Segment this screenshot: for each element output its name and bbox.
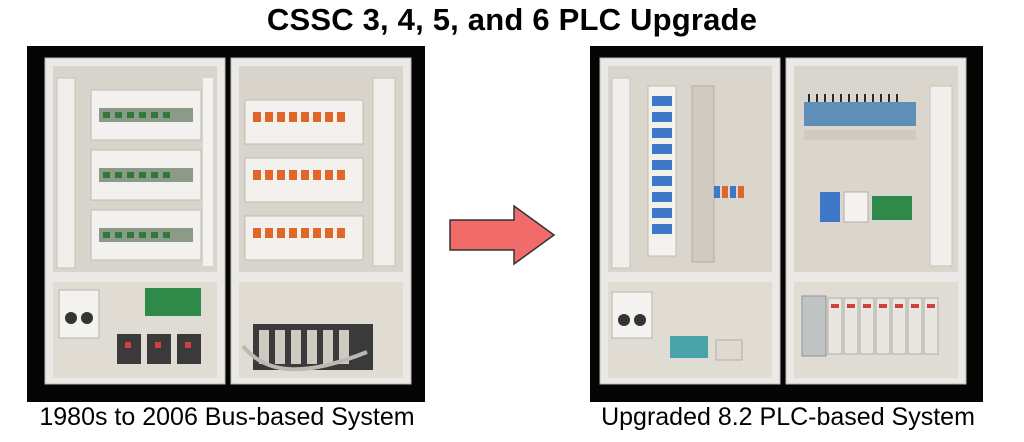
page-title: CSSC 3, 4, 5, and 6 PLC Upgrade (266, 2, 758, 37)
upgraded-cabinet-photo (590, 46, 983, 402)
upgraded-system-caption: Upgraded 8.2 PLC-based System (601, 403, 975, 431)
legacy-cabinet-photo (27, 46, 425, 402)
right-arrow-icon (449, 204, 556, 266)
legacy-system-caption: 1980s to 2006 Bus-based System (39, 403, 415, 431)
